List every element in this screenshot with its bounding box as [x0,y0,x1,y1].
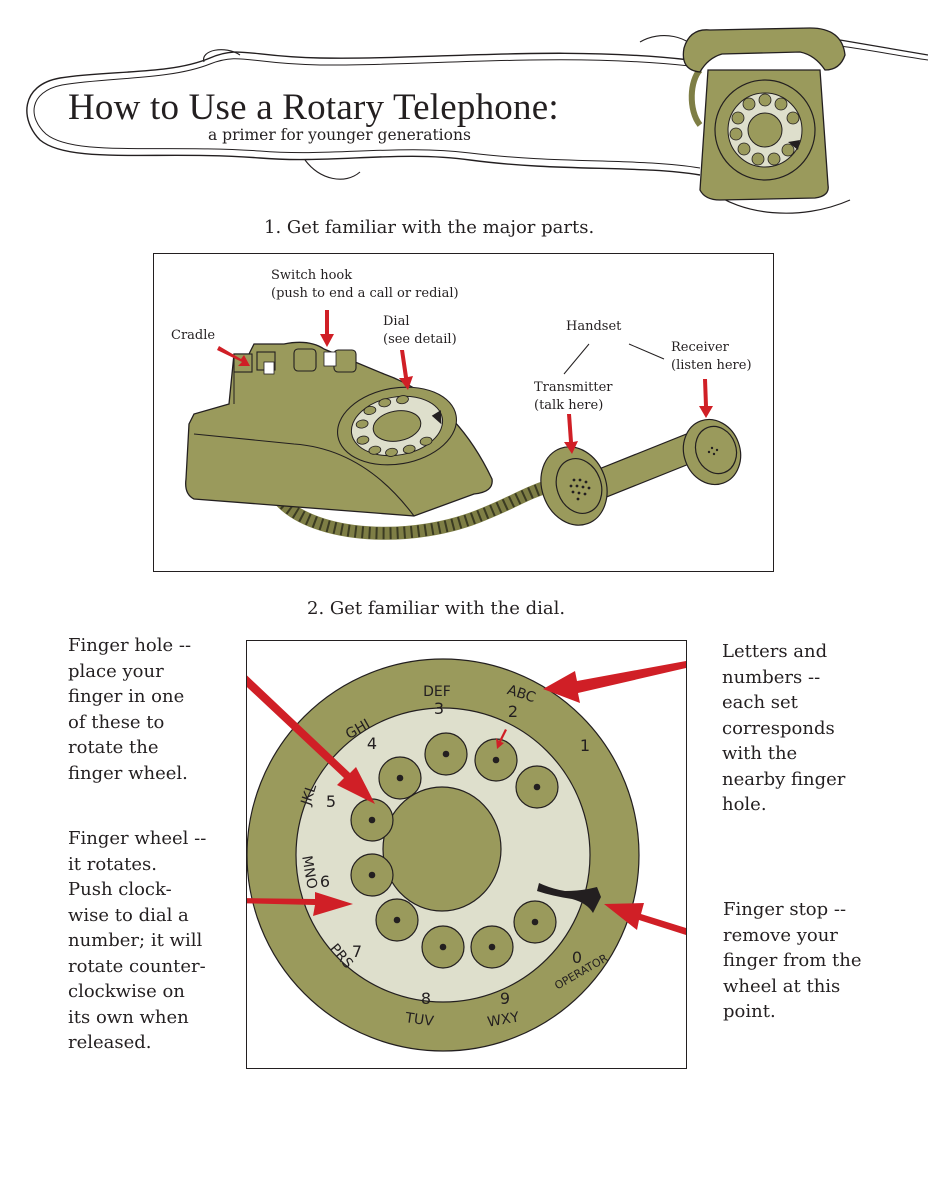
letters-numbers-arrow [543,661,686,703]
dial-number-4: 4 [367,734,377,753]
dial-number-0: 0 [572,948,582,967]
label-transmitter: Transmitter [534,380,613,395]
text-line: each set [722,692,798,713]
transmitter-holes [569,478,591,501]
text-line: wise to dial a [68,904,189,926]
switch-hook-arrow [320,310,334,347]
cradle-switch [263,361,275,375]
parts-arrows [217,310,713,454]
text-line: rotate the [68,737,159,758]
dial-number-1: 1 [580,736,590,755]
dial-number-7: 7 [352,942,362,961]
text-line: remove your [723,924,838,946]
telephone-parts-illustration [185,310,742,540]
text-line: point. [723,1001,776,1022]
header-cord-banner [26,27,928,214]
label-handset: Handset [566,319,622,334]
cradle-arrow [217,346,250,366]
handset-leader-right [628,343,665,360]
label-switch-hook: Switch hook [271,268,353,283]
text-line: Finger wheel -- [68,828,207,849]
text-line: Push clock- [68,879,172,900]
dial-number-3: 3 [434,699,444,718]
text-line: released. [68,1032,152,1053]
switch-hook [323,351,337,367]
dial-number-2: 2 [508,702,518,721]
text-line: it rotates. [68,853,157,875]
base-dial [336,386,458,466]
label-transmitter-desc: (talk here) [534,398,604,413]
parts-diagram-box: Switch hook (push to end a call or redia… [153,253,774,572]
label-dial: Dial [383,314,410,329]
dial-arrow [399,350,413,390]
receiver-holes [707,446,719,456]
text-line: with the [722,743,798,764]
dial-letters-mno: MNO [298,854,320,890]
label-receiver: Receiver [671,340,729,355]
dial-letters-tuv: TUV [403,1010,435,1030]
dial-number-5: 5 [326,792,336,811]
dial-center [382,786,502,912]
text-line: rotate counter- [68,955,206,977]
dial-arrows [247,661,686,935]
dial-number-9: 9 [500,989,510,1008]
text-line: hole. [722,794,767,815]
finger-stop [537,883,601,913]
text-line: of these to [68,711,165,733]
header-telephone-illustration [682,27,851,214]
text-line: nearby finger [722,768,846,790]
text-line: wheel at this [723,975,841,997]
finger-hole-dots [368,750,541,951]
dial-number-6: 6 [320,872,330,891]
text-line: number; it will [68,930,203,951]
text-line: corresponds [722,717,835,739]
text-line: numbers -- [722,666,821,688]
dial-letters-jkl: JKL [298,782,320,808]
dial-diagram-box: 1 2 3 4 5 6 7 8 9 0 ABC DEF GHI JKL MNO … [246,640,687,1069]
label-cradle: Cradle [171,328,216,343]
dial-letters-def: DEF [423,684,451,700]
finger-wheel-text: Finger wheel -- it rotates. Push clock- … [68,826,206,1056]
label-dial-desc: (see detail) [383,332,457,347]
text-line: place your [68,660,164,682]
letter-to-hole-arrow [496,729,507,749]
page-subtitle: a primer for younger generations [208,126,471,144]
page-title: How to Use a Rotary Telephone: [68,87,559,128]
text-line: finger from the [723,950,862,971]
finger-stop-text: Finger stop -- remove your finger from t… [723,897,861,1025]
text-line: Finger stop -- [723,899,847,920]
text-line: finger wheel. [68,762,188,784]
text-line: Finger hole -- [68,635,192,656]
handset-leader-left [563,343,590,375]
text-line: its own when [68,1006,189,1028]
finger-hole-arrow [247,675,375,804]
finger-hole-text: Finger hole -- place your finger in one … [68,633,191,786]
finger-wheel-arrow [247,892,353,916]
dial-letters-wxy: WXY [486,1009,521,1030]
label-switch-hook-desc: (push to end a call or redial) [271,286,459,301]
text-line: finger in one [68,686,185,707]
receiver-arrow [699,379,713,418]
rotary-dial-illustration: 1 2 3 4 5 6 7 8 9 0 ABC DEF GHI JKL MNO … [247,658,686,1052]
handset [540,418,742,526]
label-receiver-desc: (listen here) [671,358,752,373]
finger-stop-arrow [604,903,686,935]
transmitter-arrow [564,414,578,454]
coiled-cord [274,479,552,540]
text-line: Letters and [722,641,828,662]
dial-number-8: 8 [421,989,431,1008]
text-line: clockwise on [68,981,185,1002]
letters-numbers-text: Letters and numbers -- each set correspo… [722,639,845,818]
section-1-heading: 1. Get familiar with the major parts. [264,217,595,238]
section-2-heading: 2. Get familiar with the dial. [307,598,566,619]
